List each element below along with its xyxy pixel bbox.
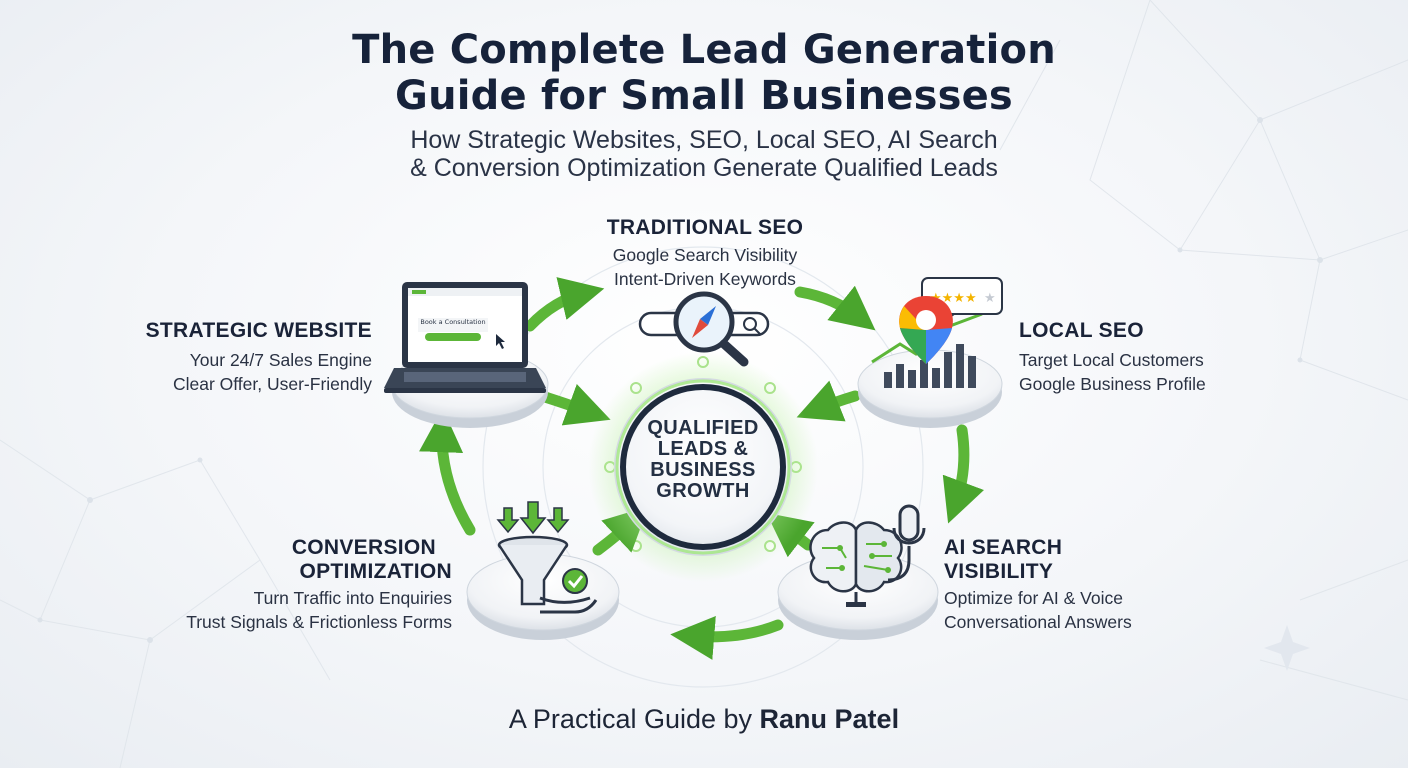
laptop-screen-heading: Book a Consultation (420, 318, 486, 326)
node-ai-search-visibility: AI SEARCH VISIBILITY Optimize for AI & V… (944, 536, 1264, 634)
arrow-website-to-seo (524, 277, 605, 332)
node-line-1: Google Search Visibility (612, 245, 798, 265)
arrow-website-to-hub (539, 384, 611, 426)
footer-author: Ranu Patel (759, 704, 900, 734)
node-title: TRADITIONAL SEO (606, 216, 804, 239)
search-compass-icon (638, 291, 770, 367)
arrow-local-to-ai (942, 424, 985, 524)
background-nodes (37, 117, 1323, 643)
node-traditional-seo: TRADITIONAL SEO Google Search Visibility… (555, 216, 855, 291)
map-pin-icon: ★★★★ ★ (871, 277, 1003, 388)
node-line-1: Optimize for AI & Voice (944, 588, 1123, 608)
node-line-1: Your 24/7 Sales Engine (189, 350, 372, 370)
cycle-arrows (419, 277, 985, 660)
node-line-2: Google Business Profile (1019, 374, 1206, 394)
node-title: STRATEGIC WEBSITE (145, 319, 372, 342)
funnel-icon (496, 501, 598, 614)
arrow-conversion-to-website (419, 408, 476, 536)
node-local-seo: LOCAL SEO Target Local Customers Google … (1019, 319, 1319, 396)
node-title-line-1: CONVERSION (291, 536, 436, 559)
hub-label-line-1: QUALIFIED (647, 417, 759, 439)
node-line-2: Clear Offer, User-Friendly (172, 374, 372, 394)
node-title-line-1: AI SEARCH (944, 536, 1063, 559)
node-line-2: Conversational Answers (944, 612, 1132, 632)
node-title-line-2: OPTIMIZATION (299, 560, 452, 583)
footer-prefix: A Practical Guide by (508, 704, 760, 734)
hub-label: QUALIFIED LEADS & BUSINESS GROWTH (618, 418, 788, 502)
node-line-2: Trust Signals & Frictionless Forms (186, 612, 452, 632)
node-strategic-website: STRATEGIC WEBSITE Your 24/7 Sales Engine… (60, 319, 372, 396)
pedestal-local (857, 349, 1003, 428)
arrow-ai-to-conversion (670, 615, 784, 660)
svg-text:★: ★ (984, 291, 996, 306)
subtitle-line-2: & Conversion Optimization Generate Quali… (410, 154, 998, 182)
hub-core (588, 352, 818, 582)
node-line-1: Target Local Customers (1019, 350, 1204, 370)
node-conversion-optimization: CONVERSION OPTIMIZATION Turn Traffic int… (100, 536, 452, 634)
page-title-line-1: The Complete Lead Generation (352, 27, 1056, 73)
page-title-line-2: Guide for Small Businesses (395, 73, 1013, 119)
brain-microphone-icon (809, 504, 926, 607)
node-title-line-2: VISIBILITY (944, 560, 1054, 583)
sparkle-icon (1264, 625, 1310, 671)
arrow-local-to-hub (796, 380, 861, 422)
footer-credit: A Practical Guide by Ranu Patel (0, 704, 1408, 735)
subtitle-line-1: How Strategic Websites, SEO, Local SEO, … (410, 126, 998, 154)
node-line-2: Intent-Driven Keywords (614, 269, 796, 289)
node-line-1: Turn Traffic into Enquiries (253, 588, 452, 608)
laptop-icon (384, 282, 546, 393)
arrow-seo-to-local (794, 285, 876, 331)
hub-label-line-2: LEADS & (657, 438, 749, 460)
hub-label-line-4: GROWTH (656, 480, 750, 502)
node-title: LOCAL SEO (1019, 319, 1144, 342)
hub-label-line-3: BUSINESS (650, 459, 756, 481)
